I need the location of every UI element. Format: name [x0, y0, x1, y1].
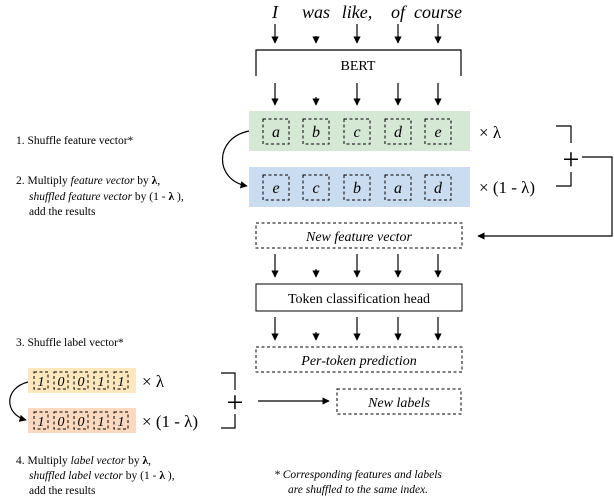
- shuffled-feature-cell: b: [353, 180, 361, 197]
- step-3: 3. Shuffle label vector*: [16, 337, 124, 349]
- step-2-line-1: 2. Multiply feature vector by λ,: [16, 175, 160, 187]
- step-2-line-2: shuffled feature vector by (1 - λ ),: [29, 191, 184, 203]
- label-cell: 0: [58, 375, 65, 390]
- feature-cell: b: [312, 124, 320, 141]
- feature-cell: c: [353, 124, 360, 141]
- label-sum-bracket: +: [221, 372, 330, 429]
- feature-cell: d: [394, 124, 403, 141]
- lambda-multiplier: × λ: [479, 123, 502, 142]
- input-tokens: I was like, of course: [271, 2, 462, 22]
- footnote-line-1: * Corresponding features and labels: [274, 469, 442, 481]
- step-1: 1. Shuffle feature vector*: [16, 135, 134, 147]
- shuffled-label-cell: 1: [38, 415, 45, 430]
- shuffled-label-cell: 0: [78, 415, 85, 430]
- label-lambda-multiplier: × λ: [142, 372, 165, 391]
- input-token: course: [414, 2, 462, 22]
- footnote-line-2: are shuffled to the same index.: [288, 484, 428, 496]
- shuffled-label-vector: 1 0 0 1 1: [28, 408, 136, 433]
- per-token-prediction-box: [255, 346, 463, 373]
- shuffled-label-cell: 1: [98, 415, 105, 430]
- step-4-line-2: shuffled label vector by (1 - λ ),: [29, 470, 175, 482]
- token-classification-head-label: Token classification head: [288, 292, 430, 307]
- feature-sum-bracket: +: [477, 125, 613, 240]
- new-labels-box: [336, 388, 462, 415]
- label-plus-sign: +: [227, 386, 244, 419]
- label-one-minus-lambda-multiplier: × (1 - λ): [142, 412, 198, 431]
- label-cell: 1: [118, 375, 125, 390]
- arrows-to-prediction: [271, 317, 442, 341]
- label-cell: 1: [98, 375, 105, 390]
- input-token: was: [302, 2, 330, 22]
- input-token: I: [271, 2, 279, 22]
- per-token-prediction-label: Per-token prediction: [300, 354, 416, 369]
- label-cell: 1: [38, 375, 45, 390]
- label-shuffle-arrow: [9, 381, 29, 422]
- new-feature-vector-box: [255, 222, 463, 249]
- shuffled-feature-cell: d: [434, 180, 443, 197]
- feature-cell: a: [272, 124, 280, 141]
- shuffled-label-cell: 0: [58, 415, 65, 430]
- feature-vector: a b c d e: [249, 111, 470, 151]
- step-4-line-1: 4. Multiply label vector by λ,: [16, 455, 151, 467]
- shuffled-feature-cell: c: [312, 180, 319, 197]
- arrows-tokens-to-bert: [271, 24, 442, 44]
- arrows-bert-to-features: [271, 83, 442, 106]
- shuffled-feature-cell: a: [394, 180, 402, 197]
- plus-sign: +: [563, 143, 580, 176]
- arrows-to-head: [271, 254, 442, 278]
- shuffled-label-cell: 1: [118, 415, 125, 430]
- bert-encoder: BERT: [255, 49, 462, 76]
- new-labels-label: New labels: [367, 396, 430, 411]
- shuffle-arrow: [222, 130, 250, 189]
- label-cell: 0: [78, 375, 85, 390]
- bert-label: BERT: [341, 59, 376, 74]
- input-token: of: [391, 2, 408, 22]
- step-4-line-3: add the results: [29, 485, 96, 497]
- new-feature-vector-label: New feature vector: [305, 230, 413, 245]
- step-2-line-3: add the results: [29, 206, 96, 218]
- shuffled-feature-cell: e: [272, 180, 279, 197]
- shuffled-feature-vector: e c b a d: [249, 167, 470, 207]
- input-token: like,: [342, 2, 372, 22]
- label-vector: 1 0 0 1 1: [28, 368, 136, 393]
- token-classification-head: [255, 283, 463, 312]
- feature-cell: e: [434, 124, 441, 141]
- one-minus-lambda-multiplier: × (1 - λ): [479, 178, 535, 197]
